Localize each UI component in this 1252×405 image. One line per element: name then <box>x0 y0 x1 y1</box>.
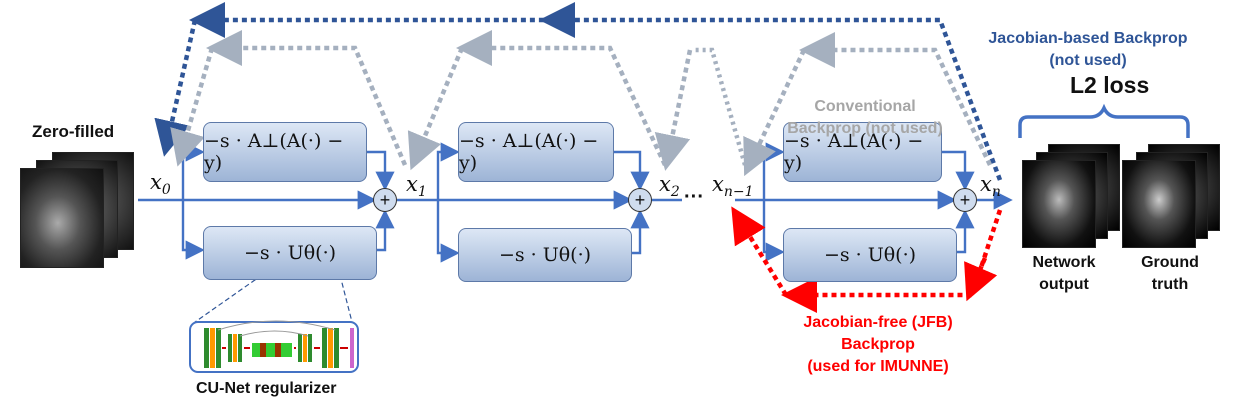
data-consistency-block-n: −s · A⊥(A(·) − y) <box>783 122 942 182</box>
jacobian-based-backprop-label: Jacobian-based Backprop (not used) <box>988 30 1188 69</box>
cu-net-regularizer-label: CU-Net regularizer <box>196 380 337 397</box>
node-x0: x0 <box>150 170 171 199</box>
sum-node-2: + <box>628 188 652 212</box>
node-x1: x1 <box>406 172 427 201</box>
data-consistency-block-2: −s · A⊥(A(·) − y) <box>458 122 614 182</box>
node-xn: xn <box>980 172 1001 201</box>
node-xn-1: xn−1 <box>712 172 754 201</box>
jfb-backprop-label: Jacobian-free (JFB) Backprop (used for I… <box>803 314 953 375</box>
network-output-label: Network output <box>1032 254 1096 293</box>
regularizer-block-2: −s · Uθ(·) <box>458 228 632 282</box>
cu-net-diagram <box>189 320 359 373</box>
conventional-backprop-label: Conventional Backprop (not used) <box>787 98 943 137</box>
l2-loss-label: L2 loss <box>1070 72 1150 98</box>
ellipsis: ··· <box>684 186 704 208</box>
ground-truth-label: Ground truth <box>1141 254 1199 293</box>
regularizer-block-1: −s · Uθ(·) <box>203 226 377 280</box>
regularizer-block-n: −s · Uθ(·) <box>783 228 957 282</box>
sum-node-1: + <box>373 188 397 212</box>
zero-filled-label: Zero-filled <box>32 122 115 141</box>
data-consistency-block-1: −s · A⊥(A(·) − y) <box>203 122 367 182</box>
node-x2: x2 <box>659 172 680 201</box>
sum-node-n: + <box>953 188 977 212</box>
